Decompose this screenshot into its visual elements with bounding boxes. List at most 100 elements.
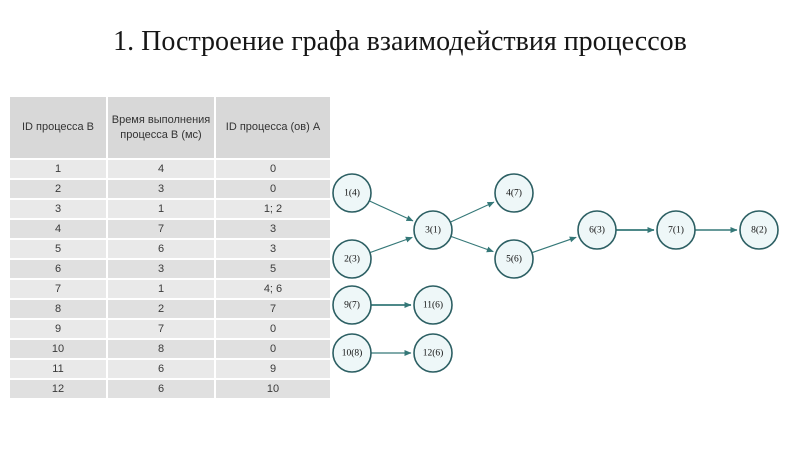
table-cell: 4 (10, 220, 106, 238)
graph-node-circle (739, 210, 779, 250)
table-cell: 10 (10, 340, 106, 358)
graph-node-label: 2(3) (344, 254, 360, 265)
table-cell: 3 (216, 220, 330, 238)
graph-node-circle (413, 210, 453, 250)
graph-node: 10(8) (332, 333, 372, 373)
graph-node-label: 10(8) (342, 348, 363, 359)
graph-node-label: 9(7) (344, 300, 360, 311)
graph-node-label: 6(3) (589, 225, 605, 236)
graph-node-circle (332, 173, 372, 213)
graph-node: 4(7) (494, 173, 534, 213)
table-header-cell-exec-time: Время выполнения процесса B (мс) (108, 97, 214, 158)
slide-title: 1. Построение графа взаимодействия проце… (113, 26, 687, 57)
table-cell: 4 (108, 160, 214, 178)
graph-edges (369, 200, 738, 356)
graph-node: 5(6) (494, 239, 534, 279)
table-cell: 6 (108, 380, 214, 398)
graph-nodes: 1(4) 2(3) 3(1) 4(7) 5(6) 6(3) 7(1) 8(2) 9(7) 11(6… (332, 173, 779, 373)
table-cell: 7 (10, 280, 106, 298)
graph-node: 11(6) (413, 285, 453, 325)
table-head: ID процесса B Время выполнения процесса … (10, 97, 330, 158)
graph-node-circle (332, 285, 372, 325)
graph-node-circle (332, 239, 372, 279)
graph-node-circle (656, 210, 696, 250)
graph-node: 3(1) (413, 210, 453, 250)
graph-node: 6(3) (577, 210, 617, 250)
table-cell: 8 (108, 340, 214, 358)
graph-node-circle (494, 239, 534, 279)
table-cell: 11 (10, 360, 106, 378)
table-cell: 0 (216, 160, 330, 178)
table-cell: 6 (10, 260, 106, 278)
graph-node-circle (413, 285, 453, 325)
table-cell: 2 (108, 300, 214, 318)
table-cell: 0 (216, 320, 330, 338)
graph-node-label: 12(6) (423, 348, 444, 359)
graph-edge (531, 236, 577, 254)
graph-edge (369, 236, 413, 254)
graph-node: 12(6) (413, 333, 453, 373)
graph-node-label: 11(6) (423, 300, 443, 311)
table-cell: 0 (216, 180, 330, 198)
graph-node: 2(3) (332, 239, 372, 279)
table-header-row: ID процесса B Время выполнения процесса … (10, 97, 330, 158)
table-cell: 1 (108, 280, 214, 298)
table-cell: 3 (108, 260, 214, 278)
graph-edge (369, 200, 414, 222)
table-cell: 3 (10, 200, 106, 218)
table-cell: 1; 2 (216, 200, 330, 218)
table-cell: 6 (108, 240, 214, 258)
graph-node: 8(2) (739, 210, 779, 250)
table-cell: 5 (216, 260, 330, 278)
graph-node-circle (332, 333, 372, 373)
table-cell: 1 (108, 200, 214, 218)
table-cell: 3 (216, 240, 330, 258)
table-header-cell-parent-id: ID процесса (ов) A (216, 97, 330, 158)
graph-node: 7(1) (656, 210, 696, 250)
graph-node: 1(4) (332, 173, 372, 213)
table-cell: 7 (108, 220, 214, 238)
table-header-cell-process-id: ID процесса B (10, 97, 106, 158)
graph-edge (450, 235, 494, 253)
table-cell: 7 (108, 320, 214, 338)
table-cell: 6 (108, 360, 214, 378)
graph-node-circle (494, 173, 534, 213)
table-cell: 4; 6 (216, 280, 330, 298)
table-cell: 2 (10, 180, 106, 198)
graph-node-label: 5(6) (506, 254, 522, 265)
table-cell: 10 (216, 380, 330, 398)
table-cell: 8 (10, 300, 106, 318)
graph-node-circle (413, 333, 453, 373)
table-cell: 5 (10, 240, 106, 258)
graph-edge (450, 201, 495, 223)
graph-node-label: 8(2) (751, 225, 767, 236)
graph-node-label: 4(7) (506, 188, 522, 199)
graph-node-circle (577, 210, 617, 250)
table-cell: 9 (10, 320, 106, 338)
table-cell: 0 (216, 340, 330, 358)
graph-node-label: 1(4) (344, 188, 360, 199)
table-cell: 1 (10, 160, 106, 178)
table-cell: 3 (108, 180, 214, 198)
table-cell: 9 (216, 360, 330, 378)
table-cell: 12 (10, 380, 106, 398)
table-cell: 7 (216, 300, 330, 318)
process-table: ID процесса B Время выполнения процесса … (8, 95, 332, 400)
graph-node: 9(7) (332, 285, 372, 325)
graph-node-label: 7(1) (668, 225, 684, 236)
